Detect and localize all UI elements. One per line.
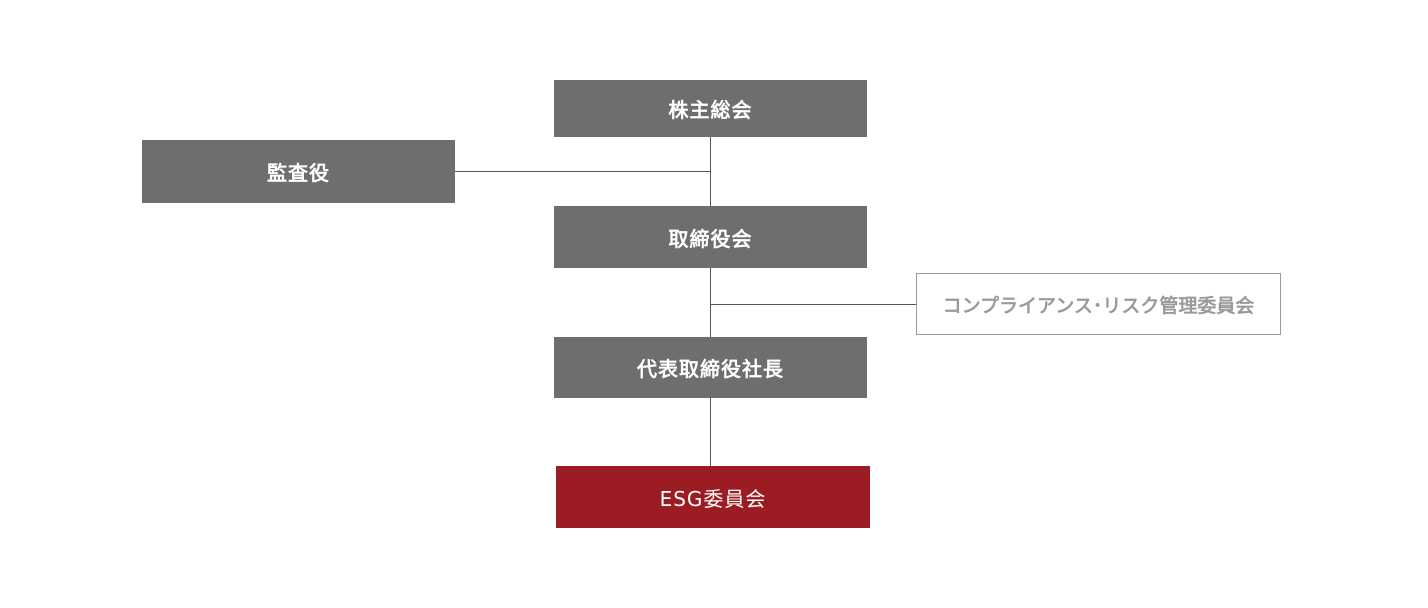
connector-compliance bbox=[710, 304, 917, 305]
board-of-directors-box: 取締役会 bbox=[554, 206, 867, 268]
president-box: 代表取締役社長 bbox=[554, 337, 867, 398]
auditor-box: 監査役 bbox=[142, 140, 455, 203]
connector-auditor bbox=[455, 171, 711, 172]
connector-president-to-esg bbox=[710, 398, 711, 466]
shareholders-meeting-box: 株主総会 bbox=[554, 80, 867, 137]
compliance-committee-box: コンプライアンス･リスク管理委員会 bbox=[916, 273, 1281, 335]
esg-committee-box: ESG委員会 bbox=[556, 466, 870, 528]
connector-board-to-president bbox=[710, 268, 711, 337]
